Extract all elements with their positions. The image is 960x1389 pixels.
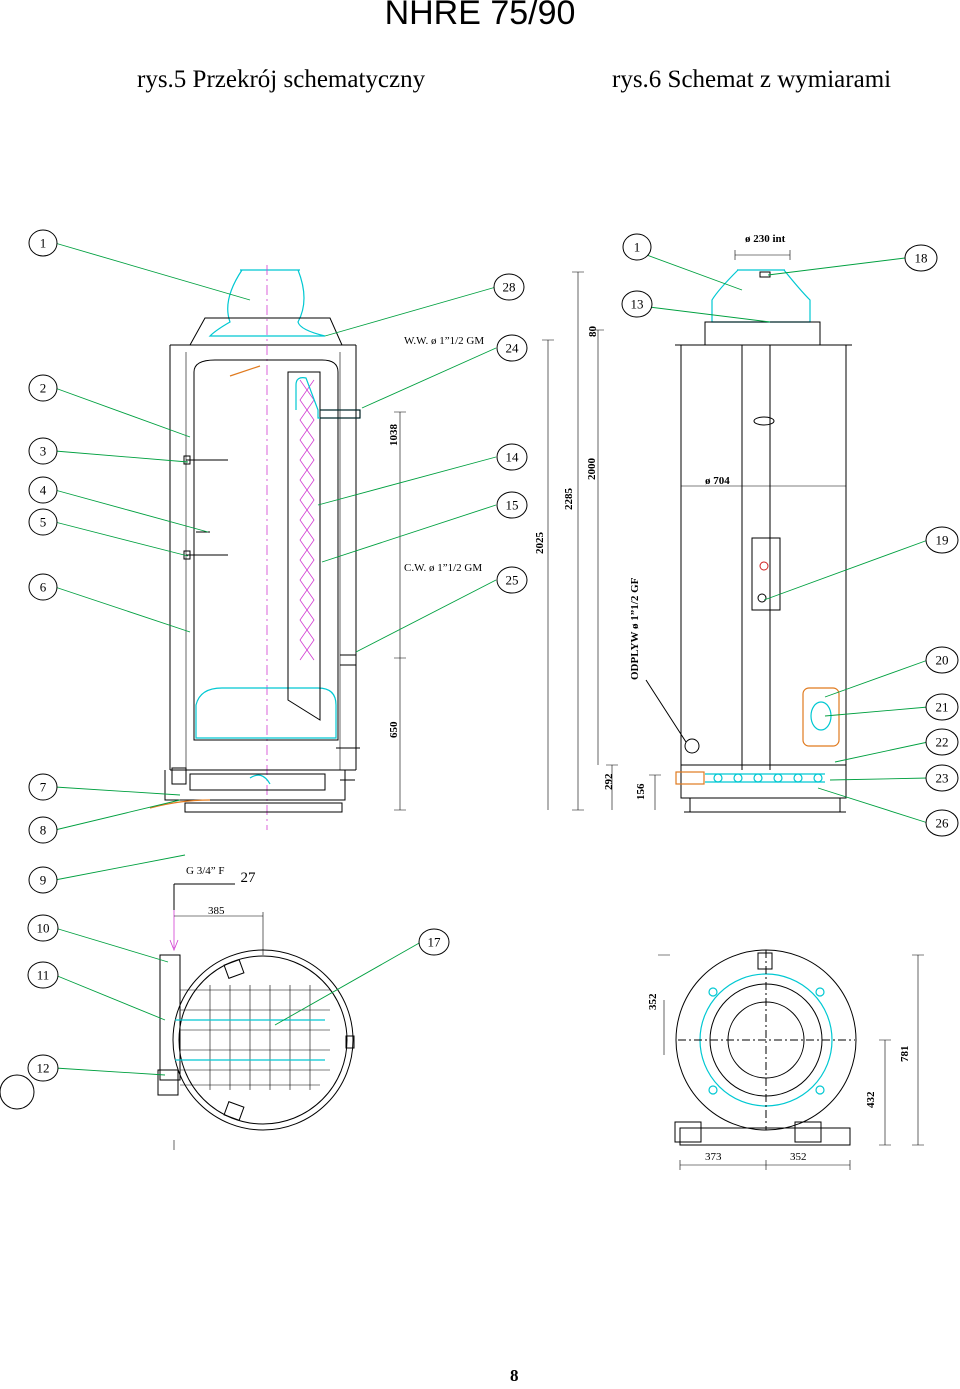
svg-text:13: 13 <box>631 297 644 312</box>
svg-text:1: 1 <box>40 236 47 251</box>
plan-view-left <box>157 883 355 1131</box>
callout-10: 10 <box>27 914 59 942</box>
svg-text:26: 26 <box>936 816 950 831</box>
callout-21: 21 <box>925 693 959 721</box>
label-drain: ODPLYW ø 1”1/2 GF <box>629 577 641 680</box>
dim-1038: 1038 <box>388 424 400 447</box>
svg-text:17: 17 <box>428 935 442 950</box>
svg-text:11: 11 <box>37 968 50 983</box>
figure-caption-dimensions: rys.6 Schemat z wymiarami <box>612 66 892 93</box>
svg-text:28: 28 <box>503 280 516 295</box>
callout-3: 3 <box>28 437 58 465</box>
dim-156: 156 <box>635 783 647 800</box>
callout-22: 22 <box>925 728 959 756</box>
svg-text:3: 3 <box>40 444 47 459</box>
callout-13: 13 <box>621 290 653 318</box>
svg-text:27: 27 <box>241 870 257 886</box>
svg-text:21: 21 <box>936 700 949 715</box>
callout-26: 26 <box>925 809 959 837</box>
svg-text:25: 25 <box>506 573 519 588</box>
svg-text:4: 4 <box>40 483 47 498</box>
svg-text:9: 9 <box>40 873 47 888</box>
callout-23: 23 <box>925 764 959 792</box>
plan-view-right <box>674 949 857 1146</box>
blank-circle-marker <box>0 1074 35 1110</box>
svg-text:24: 24 <box>506 341 520 356</box>
svg-text:7: 7 <box>40 780 47 795</box>
dim-781: 781 <box>899 1046 911 1063</box>
svg-text:15: 15 <box>506 498 519 513</box>
label-cold-water: C.W. ø 1”1/2 GM <box>404 562 482 574</box>
dim-352-horizontal: 352 <box>790 1151 807 1163</box>
callout-7: 7 <box>28 773 58 801</box>
dim-432: 432 <box>865 1091 877 1108</box>
callout-11: 11 <box>27 961 59 989</box>
svg-text:19: 19 <box>936 533 949 548</box>
figure-caption-section: rys.5 Przekrój schematyczny <box>137 66 426 93</box>
label-hot-water: W.W. ø 1”1/2 GM <box>404 335 484 347</box>
svg-text:2: 2 <box>40 381 47 396</box>
callout-24: 24 <box>496 334 528 362</box>
page-title: NHRE 75/90 <box>384 0 576 32</box>
svg-text:14: 14 <box>506 450 520 465</box>
label-flue: ø 230 int <box>745 233 786 245</box>
elevation-view <box>645 269 852 813</box>
dim-650: 650 <box>388 721 400 738</box>
callout-18: 18 <box>904 244 938 272</box>
callout-28: 28 <box>493 273 525 301</box>
svg-text:5: 5 <box>40 515 47 530</box>
dim-2025: 2025 <box>534 532 546 555</box>
dim-373: 373 <box>705 1151 722 1163</box>
callout-8: 8 <box>28 816 58 844</box>
section-view <box>149 265 361 830</box>
callout-25: 25 <box>496 566 528 594</box>
dimension-lines <box>173 250 924 1170</box>
callout-9: 9 <box>28 866 58 894</box>
leader-lines <box>54 242 929 1076</box>
svg-text:20: 20 <box>936 653 949 668</box>
label-gas: G 3/4” F <box>186 865 225 877</box>
svg-text:18: 18 <box>915 251 928 266</box>
callout-4: 4 <box>28 476 58 504</box>
svg-text:1: 1 <box>634 240 641 255</box>
callout-2: 2 <box>28 374 58 402</box>
callout-15: 15 <box>496 491 528 519</box>
dim-2000: 2000 <box>586 458 598 481</box>
svg-text:22: 22 <box>936 735 949 750</box>
callout-19: 19 <box>925 526 959 554</box>
callout-27: 27 <box>241 870 257 886</box>
svg-text:8: 8 <box>40 823 47 838</box>
callout-12: 12 <box>27 1054 59 1082</box>
callout-14: 14 <box>496 443 528 471</box>
svg-text:6: 6 <box>40 580 47 595</box>
dim-352-vertical: 352 <box>647 993 659 1010</box>
callout-1b: 1 <box>622 233 652 261</box>
callout-17: 17 <box>418 928 450 956</box>
dim-292: 292 <box>603 773 615 790</box>
dim-385: 385 <box>208 905 225 917</box>
callout-1: 1 <box>28 229 58 257</box>
label-diameter: ø 704 <box>705 475 730 487</box>
callout-5: 5 <box>28 508 58 536</box>
page-number: 8 <box>510 1366 519 1385</box>
callout-20: 20 <box>925 646 959 674</box>
svg-text:23: 23 <box>936 771 949 786</box>
svg-text:12: 12 <box>37 1061 50 1076</box>
svg-text:10: 10 <box>37 921 50 936</box>
dim-80: 80 <box>587 326 599 338</box>
dim-2285: 2285 <box>563 488 575 511</box>
callout-6: 6 <box>28 573 58 601</box>
